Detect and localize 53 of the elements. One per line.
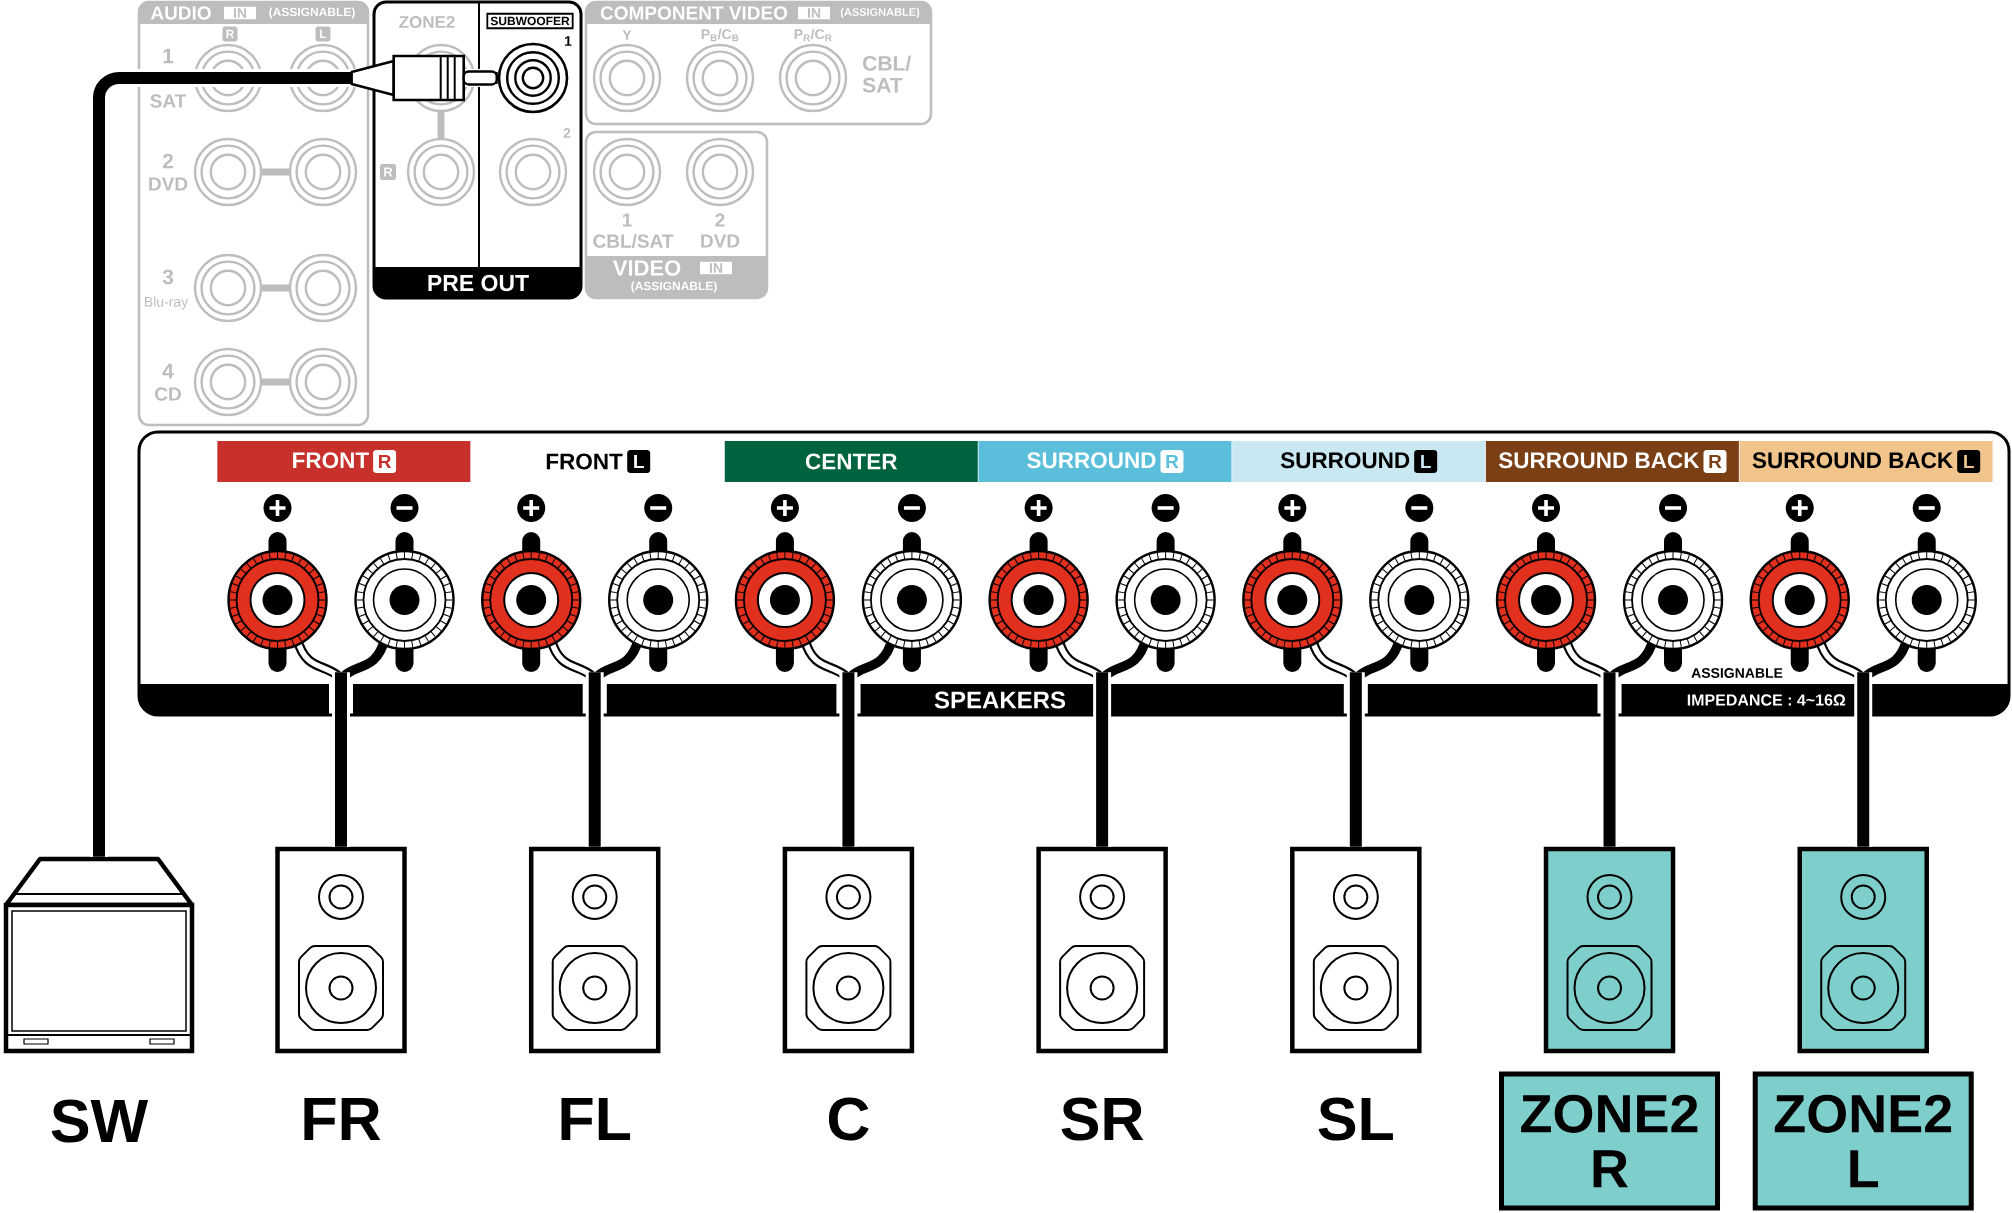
speaker-label: FR [304, 1098, 381, 1140]
jack-label: 4 [162, 363, 174, 379]
jack-label: 1 [622, 213, 632, 227]
jack-label: 3 [162, 269, 174, 285]
panel-heading: (ASSIGNABLE) [840, 7, 920, 19]
cable [332, 672, 350, 847]
panel-heading: COMPONENT VIDEO [600, 6, 788, 20]
speaker-label: SW [51, 1099, 149, 1143]
zone-label-box: ZONE2 R [1499, 1071, 1720, 1211]
speaker [1797, 846, 1929, 1054]
jack-label: 2 [715, 213, 725, 227]
jack-label: SAT [150, 94, 187, 108]
cable [1854, 672, 1873, 847]
cable [1346, 672, 1365, 847]
jack-label: CBL/SAT [593, 233, 674, 249]
panel-heading: (ASSIGNABLE) [631, 281, 717, 293]
panel-heading: VIDEO [612, 260, 681, 276]
cable [839, 672, 858, 847]
jack-label: Blu-ray [145, 296, 189, 310]
cable [1600, 672, 1619, 847]
speaker-label: FL [561, 1098, 631, 1140]
speaker-label: C [828, 1097, 869, 1141]
channel-tag: L [315, 26, 331, 42]
jack-label: ZONE2 [399, 15, 455, 28]
channel-tag: R [380, 164, 396, 180]
jack-label: CD [155, 387, 181, 401]
speaker [1290, 846, 1422, 1054]
speaker [1036, 846, 1168, 1054]
jack-label: DVD [701, 234, 740, 248]
jack-label: Y [622, 30, 632, 40]
speaker [528, 846, 661, 1054]
speaker [1543, 846, 1676, 1054]
jack-label: 1 [163, 48, 174, 64]
cable [585, 672, 604, 847]
jack-label: P$_{B}$/C$_{B}$ [701, 28, 739, 42]
panel-heading: (ASSIGNABLE) [269, 7, 355, 19]
jack-label: 2 [162, 153, 173, 169]
speaker-label: SL [1318, 1097, 1393, 1141]
cable [1093, 672, 1112, 847]
channel-tag: R [222, 26, 238, 42]
jack-label: 1 [565, 36, 572, 46]
jack-label: SUBWOOFER [486, 12, 574, 30]
panel-heading: AUDIO [150, 6, 211, 20]
jack-label: CBL/ SAT [862, 55, 911, 93]
jack-label: 2 [563, 128, 571, 138]
speaker-label: SR [1061, 1097, 1144, 1141]
panel-heading: PRE OUT [428, 274, 529, 292]
jack-label: P$_{R}$/C$_{R}$ [794, 28, 832, 42]
speaker [275, 846, 407, 1054]
zone-label-box: ZONE2 L [1752, 1071, 1974, 1211]
jack-label: DVD [149, 177, 188, 191]
speaker [782, 846, 915, 1054]
subwoofer [3, 856, 195, 1054]
